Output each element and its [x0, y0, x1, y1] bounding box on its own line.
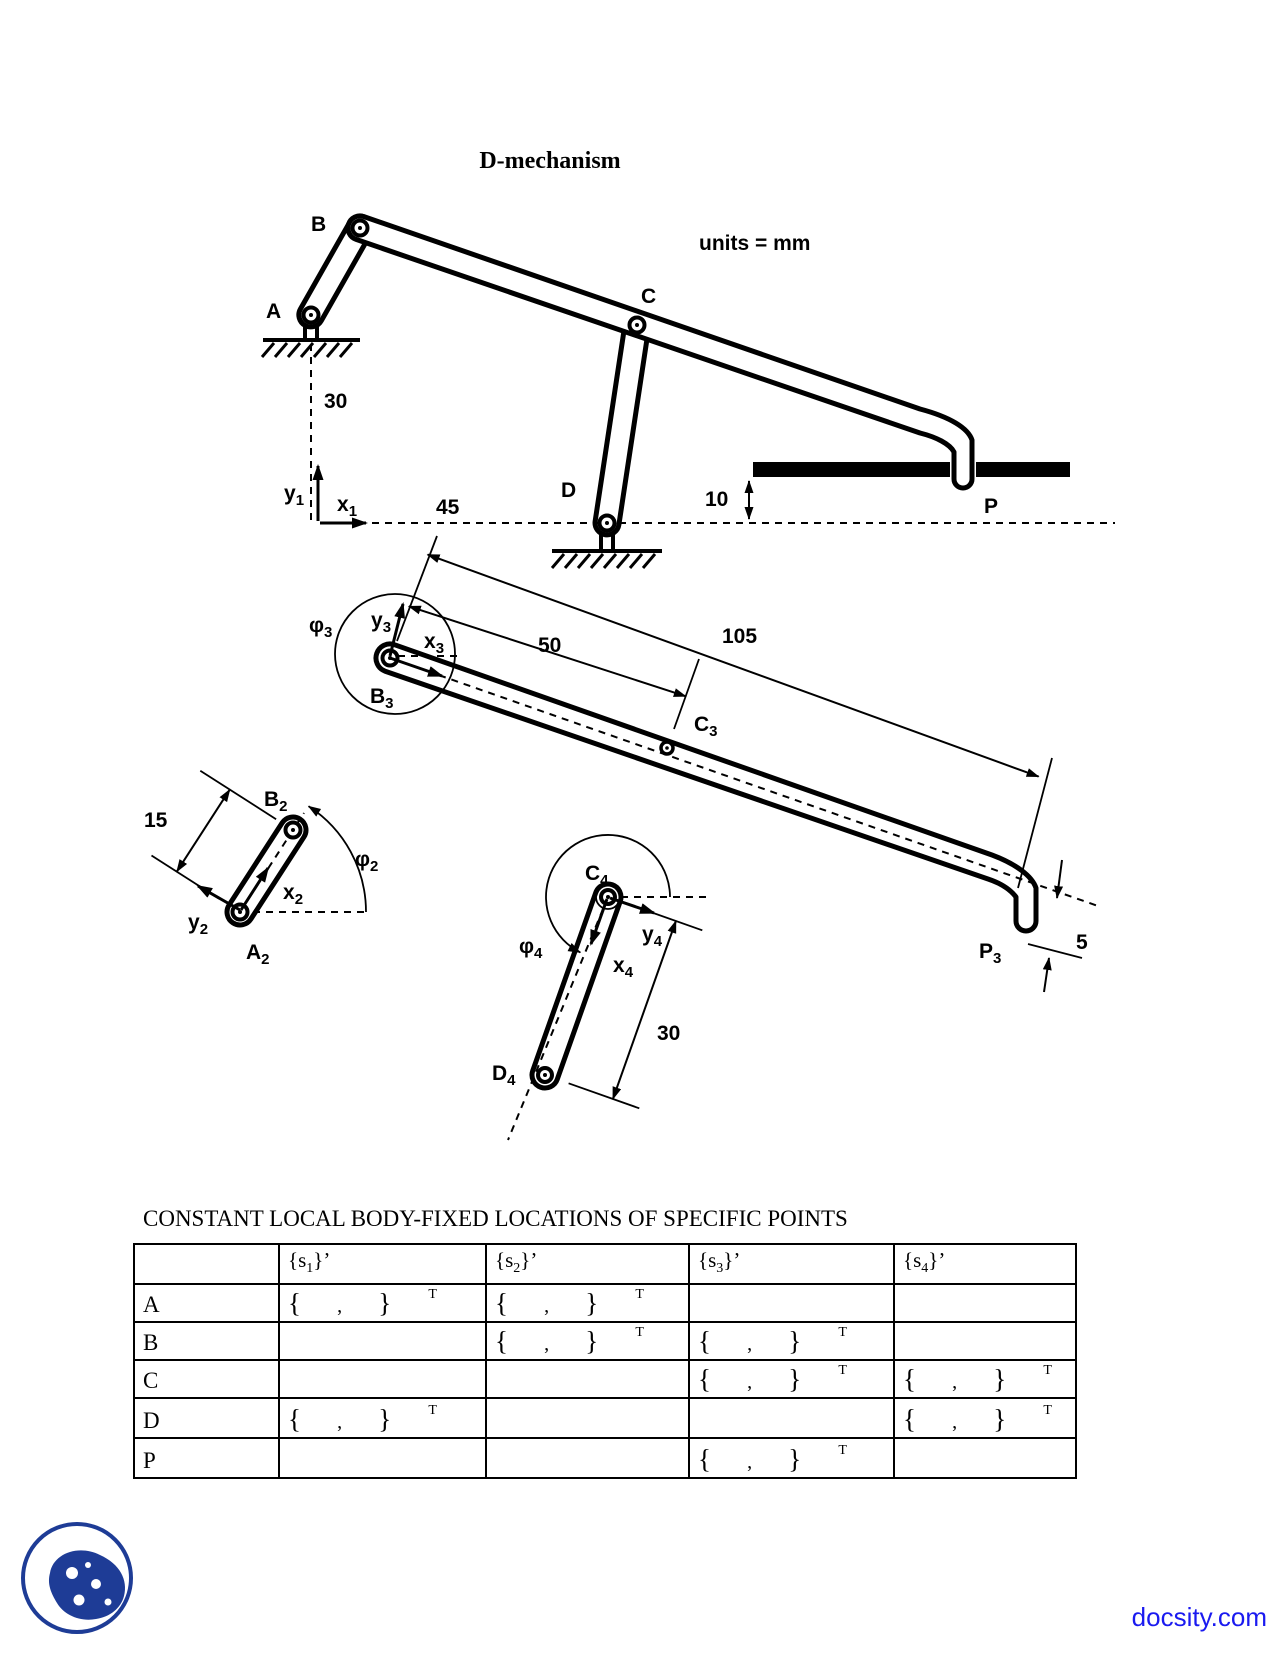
- row-label-B: B: [133, 1321, 280, 1361]
- label-point-p3: P3: [979, 940, 1001, 967]
- link3-extension-lines: [396, 535, 1083, 959]
- table-row-C: C {,}T{,}T: [133, 1359, 1077, 1399]
- table-row-D: D{,}T{,}T: [133, 1397, 1077, 1439]
- cell-B-s3: {,}T: [688, 1321, 895, 1361]
- label-point-d: D: [561, 479, 576, 502]
- table-corner-cell: [133, 1243, 280, 1285]
- label-dim-30-link4: 30: [657, 1022, 680, 1045]
- link3-body: [373, 641, 1039, 934]
- label-angle-phi2: φ2: [355, 848, 378, 875]
- column-header-s1: {s1}’: [278, 1243, 487, 1285]
- label-point-c: C: [641, 285, 656, 308]
- label-axis-y3: y3: [371, 609, 391, 636]
- column-header-s4: {s4}’: [893, 1243, 1077, 1285]
- row-label-P: P: [133, 1437, 280, 1479]
- label-point-p: P: [984, 495, 998, 518]
- label-axis-y1: y1: [284, 482, 304, 509]
- cell-B-s1: [278, 1321, 487, 1361]
- label-point-b3: B3: [370, 685, 394, 712]
- cell-B-s2: {,}T: [485, 1321, 690, 1361]
- link4-body: [529, 881, 624, 1091]
- label-axis-y4: y4: [642, 923, 663, 950]
- cell-B-s4: [893, 1321, 1077, 1361]
- cell-D-s4: {,}T: [893, 1397, 1077, 1439]
- row-label-C: C: [133, 1359, 280, 1399]
- cell-P-s1: [278, 1437, 487, 1479]
- cell-A-s1: {,}T: [278, 1283, 487, 1323]
- phi4-angle-arc: [545, 834, 671, 954]
- label-axis-x3: x3: [424, 630, 444, 657]
- label-dim-105: 105: [722, 625, 757, 648]
- label-angle-phi4: φ4: [519, 935, 543, 962]
- label-axis-y2: y2: [188, 911, 208, 938]
- figure-link4: [507, 834, 712, 1141]
- dim-line-15: [175, 788, 231, 873]
- ground-symbol-a: [260, 319, 360, 358]
- cell-P-s4: [893, 1437, 1077, 1479]
- label-point-b2: B2: [264, 788, 288, 815]
- frame3-axes: [388, 602, 444, 678]
- surface-bar: [753, 462, 1070, 477]
- row-label-A: A: [133, 1283, 280, 1323]
- column-header-s2: {s2}’: [485, 1243, 690, 1285]
- table-row-P: P {,}T: [133, 1437, 1077, 1479]
- cell-D-s1: {,}T: [278, 1397, 487, 1439]
- cell-D-s2: [485, 1397, 690, 1439]
- cell-C-s3: {,}T: [688, 1359, 895, 1399]
- label-dim-30-ground: 30: [324, 390, 347, 413]
- cell-A-s3: [688, 1283, 895, 1323]
- label-dim-5: 5: [1076, 931, 1088, 954]
- link-rocker-cd: [592, 310, 652, 538]
- label-point-b: B: [311, 213, 326, 236]
- cell-P-s3: {,}T: [688, 1437, 895, 1479]
- table-title: CONSTANT LOCAL BODY-FIXED LOCATIONS OF S…: [143, 1206, 848, 1231]
- table-row-A: A{,}T{,}T: [133, 1283, 1077, 1323]
- cell-C-s1: [278, 1359, 487, 1399]
- column-header-s3: {s3}’: [688, 1243, 895, 1285]
- label-point-c3: C3: [694, 713, 718, 740]
- row-label-D: D: [133, 1397, 280, 1439]
- label-dim-45: 45: [436, 496, 460, 519]
- label-point-c4: C4: [585, 862, 609, 889]
- label-point-a: A: [266, 300, 281, 323]
- label-dim-10: 10: [705, 488, 728, 511]
- page-title: D-mechanism: [479, 148, 621, 174]
- pin-joints-top: [301, 218, 647, 533]
- frame1-axes: [312, 464, 368, 529]
- link4-pins: [536, 884, 621, 1084]
- figure-link2: [151, 770, 368, 928]
- cell-A-s2: {,}T: [485, 1283, 690, 1323]
- link-coupler-bp: [345, 213, 975, 491]
- docsity-logo: [21, 1522, 133, 1634]
- cell-A-s4: [893, 1283, 1077, 1323]
- label-units-note: units = mm: [699, 232, 810, 255]
- label-angle-phi3: φ3: [309, 614, 332, 641]
- label-axis-x4: x4: [613, 954, 634, 981]
- link3-dim-lines: [407, 553, 1064, 993]
- label-axis-x1: x1: [337, 493, 357, 520]
- table-row-B: B {,}T{,}T: [133, 1321, 1077, 1361]
- cell-C-s2: [485, 1359, 690, 1399]
- reference-dashed-lines: [310, 344, 1115, 524]
- docsity-link[interactable]: docsity.com: [1131, 1602, 1267, 1632]
- cell-D-s3: [688, 1397, 895, 1439]
- frame4-axes: [589, 896, 656, 946]
- label-axis-x2: x2: [283, 881, 303, 908]
- label-point-a2: A2: [246, 941, 270, 968]
- dim-line-30-link4: [611, 920, 677, 1100]
- phi2-angle-arc: [307, 805, 367, 913]
- cell-P-s2: [485, 1437, 690, 1479]
- figure-link3: [334, 535, 1099, 993]
- label-dim-50: 50: [538, 634, 561, 657]
- label-point-d4: D4: [492, 1062, 516, 1089]
- cell-C-s4: {,}T: [893, 1359, 1077, 1399]
- label-dim-15: 15: [144, 809, 168, 832]
- frame2-axes: [196, 866, 270, 912]
